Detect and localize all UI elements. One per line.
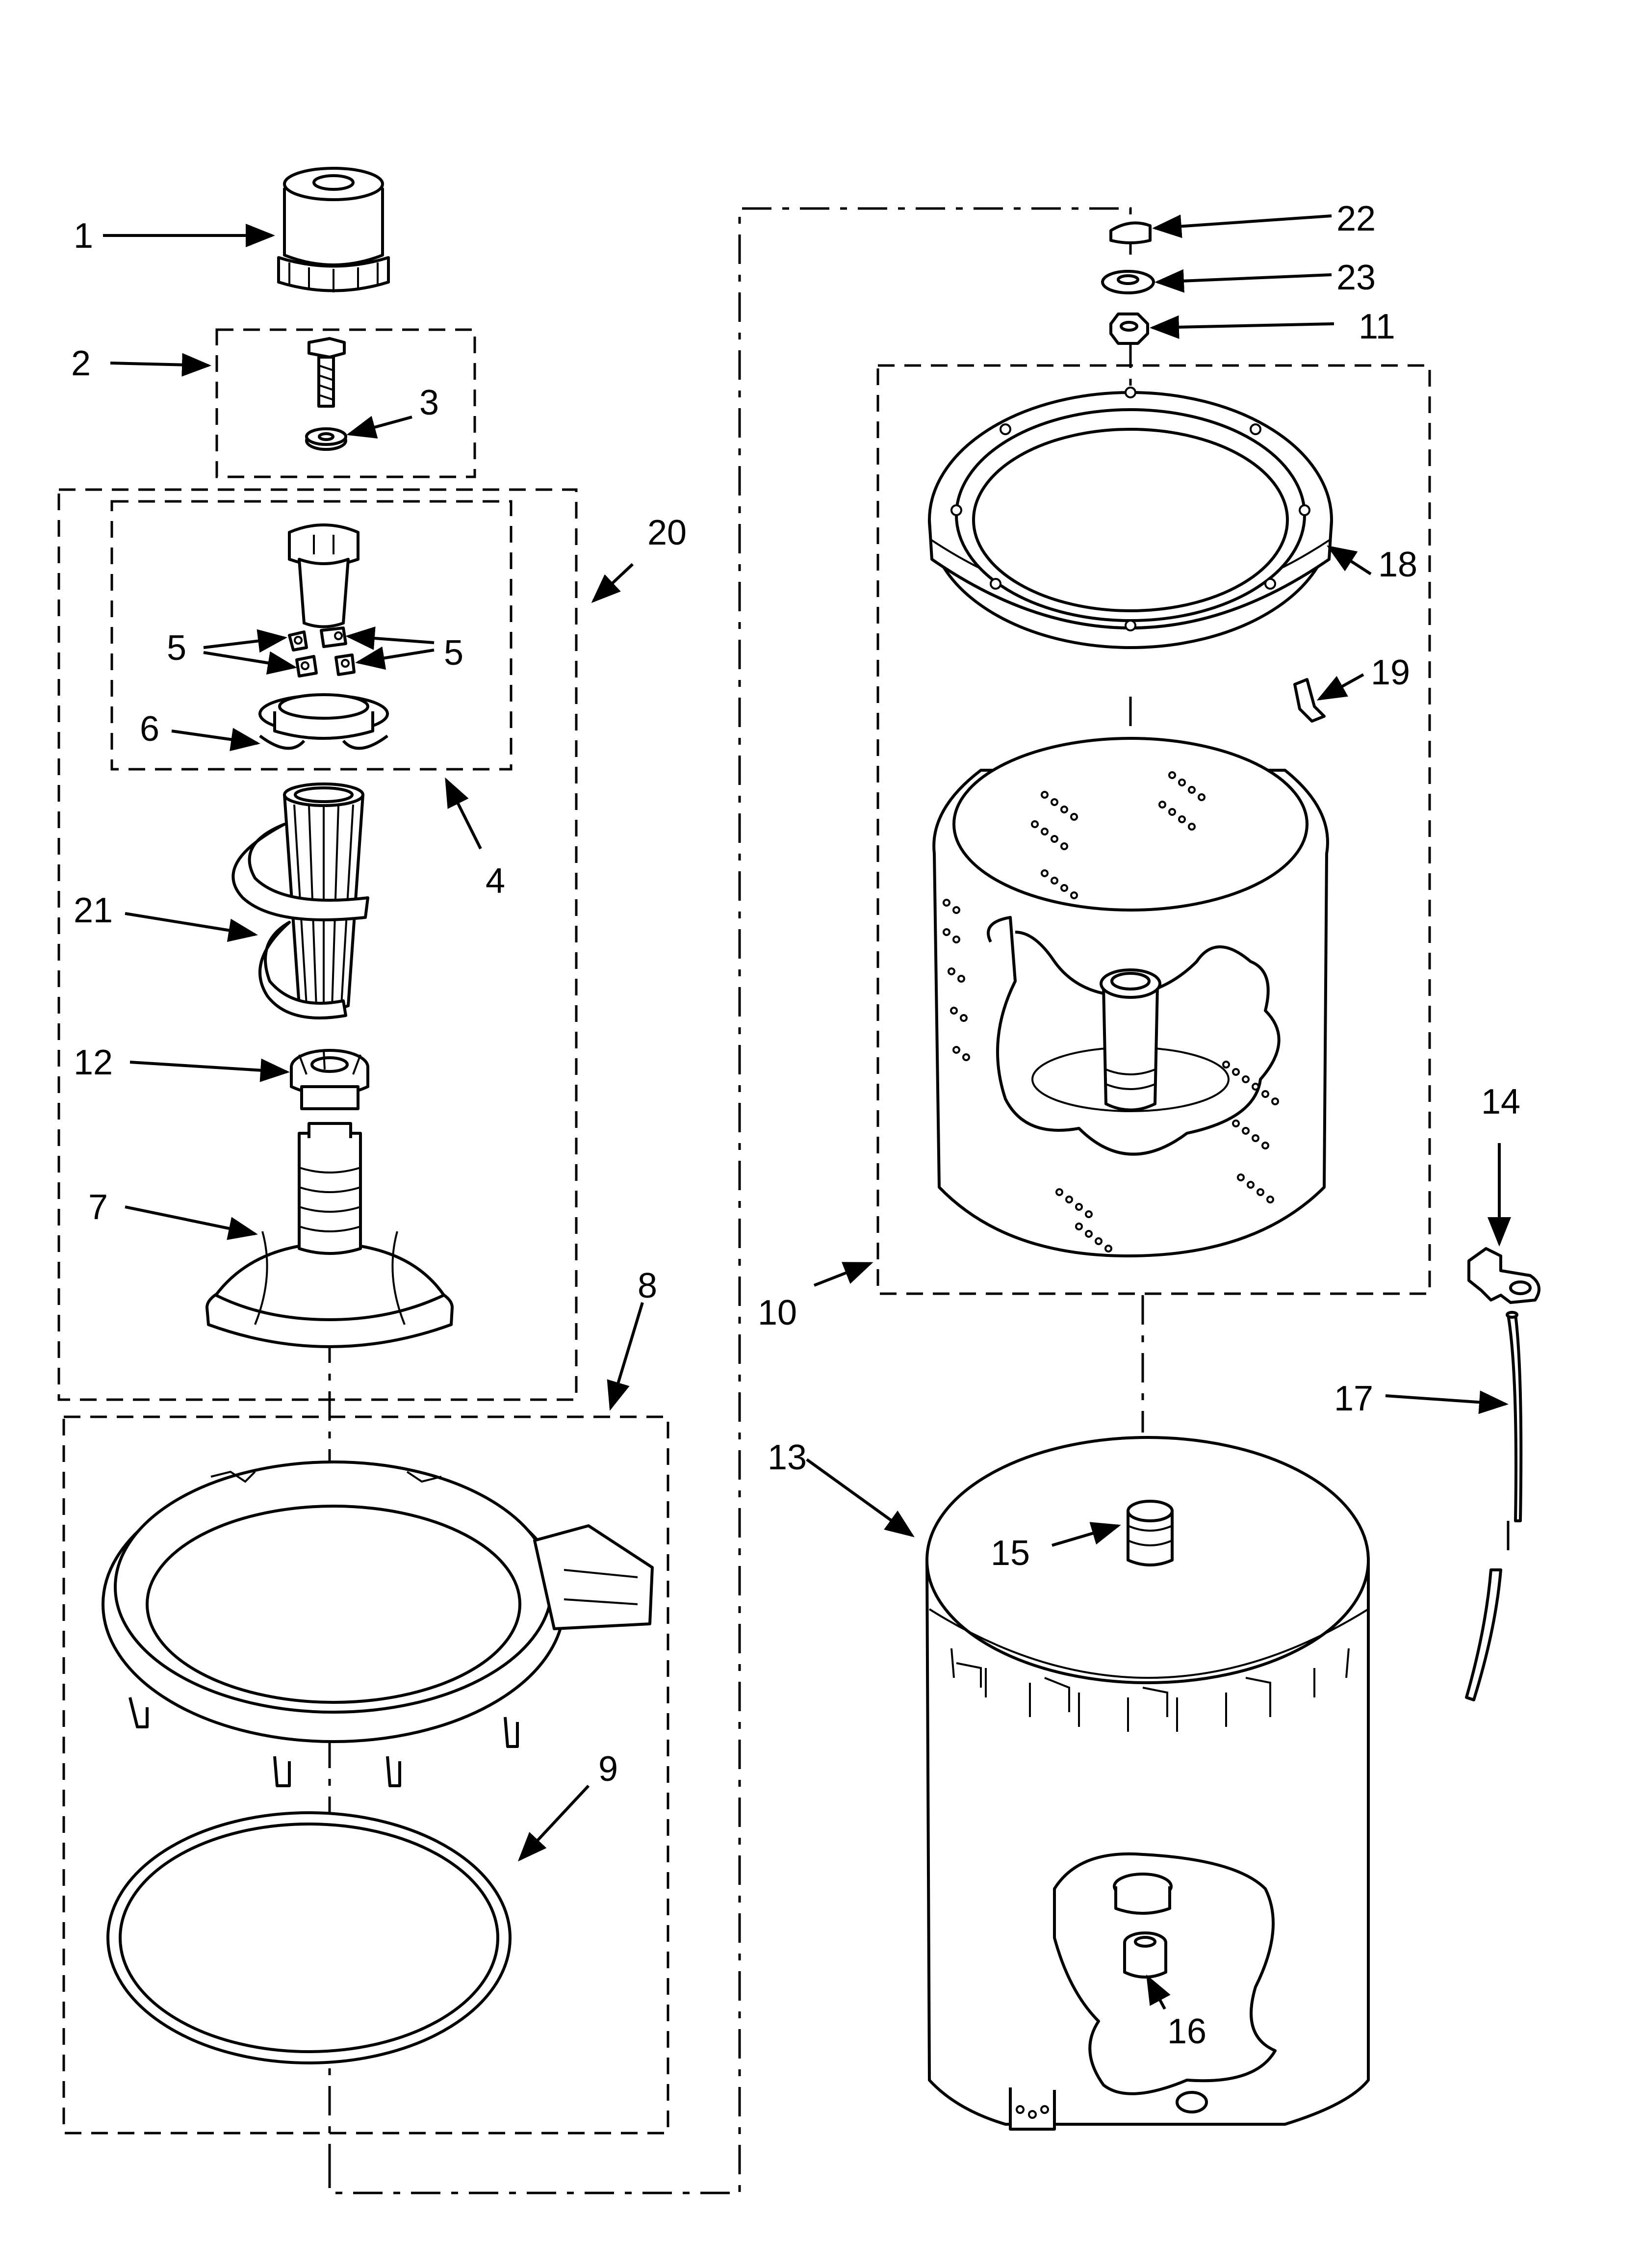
- agitator-cam-part: [288, 523, 359, 628]
- washer-part-3: [305, 427, 347, 451]
- agitator-dogs-part-5: [288, 626, 356, 678]
- label-5-right: 5: [444, 633, 463, 673]
- label-20: 20: [647, 513, 687, 552]
- basket-perforations: [943, 771, 1279, 1252]
- label-1: 1: [74, 216, 93, 256]
- label-17: 17: [1334, 1379, 1373, 1418]
- bushing-part-15: [1127, 1500, 1174, 1566]
- assembly-box-8: [62, 1415, 669, 2135]
- agitator-auger-part-21: [231, 782, 369, 1019]
- label-11: 11: [1359, 307, 1395, 346]
- wash-basket-part-10: [932, 737, 1329, 1257]
- tub-ring-part-8: [102, 1460, 654, 1787]
- label-15: 15: [991, 1534, 1030, 1573]
- spanner-washer-part-23: [1101, 270, 1155, 294]
- label-12: 12: [74, 1043, 113, 1082]
- bearing-part-12: [290, 1049, 369, 1110]
- label-22: 22: [1336, 199, 1376, 238]
- label-16: 16: [1167, 2012, 1206, 2051]
- label-3: 3: [419, 383, 439, 422]
- label-2: 2: [71, 344, 91, 383]
- leader-arrows: [103, 214, 1511, 2010]
- label-9: 9: [598, 1749, 618, 1789]
- agitator-cap-part-1: [277, 167, 390, 292]
- bolt-part-2: [308, 337, 346, 408]
- balance-ring-part-18: [928, 387, 1333, 649]
- cam-retainer-part-6: [258, 693, 389, 750]
- assembly-box-2: [215, 328, 476, 478]
- label-13: 13: [768, 1438, 807, 1477]
- label-7: 7: [88, 1188, 108, 1227]
- label-18: 18: [1378, 545, 1417, 584]
- spring-clip-part-22: [1109, 221, 1152, 244]
- assembly-box-10: [876, 364, 1431, 1295]
- label-4: 4: [486, 861, 505, 901]
- seal-part-16: [1123, 1931, 1167, 1979]
- assembly-box-20: [57, 488, 578, 1401]
- hose-clamp-part-14: [1467, 1247, 1540, 1304]
- tub-gasket-part-9: [106, 1811, 512, 2064]
- assembly-box-4: [110, 500, 513, 771]
- label-19: 19: [1371, 653, 1410, 692]
- hose-part-17: [1465, 1311, 1523, 1701]
- agitator-base-part-7: [205, 1122, 454, 1348]
- label-8: 8: [638, 1266, 657, 1305]
- label-5-left: 5: [167, 628, 186, 668]
- label-14: 14: [1481, 1082, 1520, 1121]
- label-10: 10: [758, 1293, 797, 1332]
- clip-part-19: [1293, 678, 1326, 723]
- label-6: 6: [140, 709, 159, 749]
- label-23: 23: [1336, 258, 1376, 297]
- label-21: 21: [74, 891, 113, 930]
- spanner-nut-part-11: [1109, 313, 1149, 345]
- callout-labels: 1 2 3 20 5 5 6 4 21 12 7 8 9 10 13 15 16…: [71, 199, 1520, 2051]
